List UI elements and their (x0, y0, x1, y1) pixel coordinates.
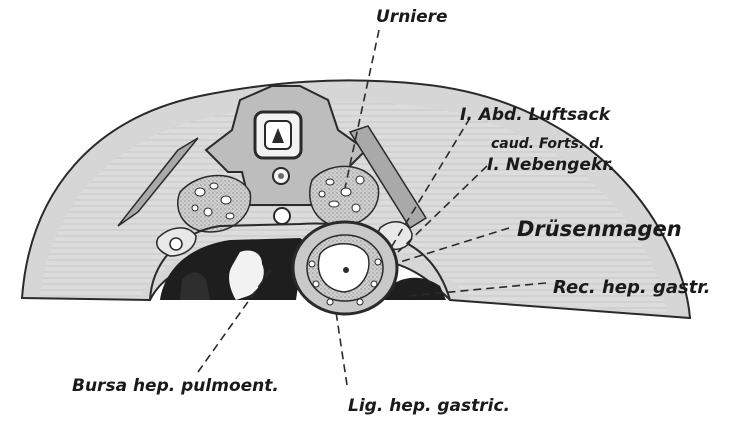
label-rec-hep-gastr: Rec. hep. gastr. (553, 277, 710, 298)
label-caud-forts: caud. Forts. d. (491, 136, 604, 152)
label-bursa-hep: Bursa hep. pulmoent. (72, 376, 279, 396)
label-druesenmagen: Drüsenmagen (517, 217, 682, 241)
label-nebengekr: I. Nebengekr. (487, 155, 615, 175)
label-lig-hep-gastric: Lig. hep. gastric. (348, 396, 510, 416)
label-urniere: Urniere (376, 7, 448, 27)
label-abd-luftsack: I. Abd. Luftsack (460, 105, 612, 125)
